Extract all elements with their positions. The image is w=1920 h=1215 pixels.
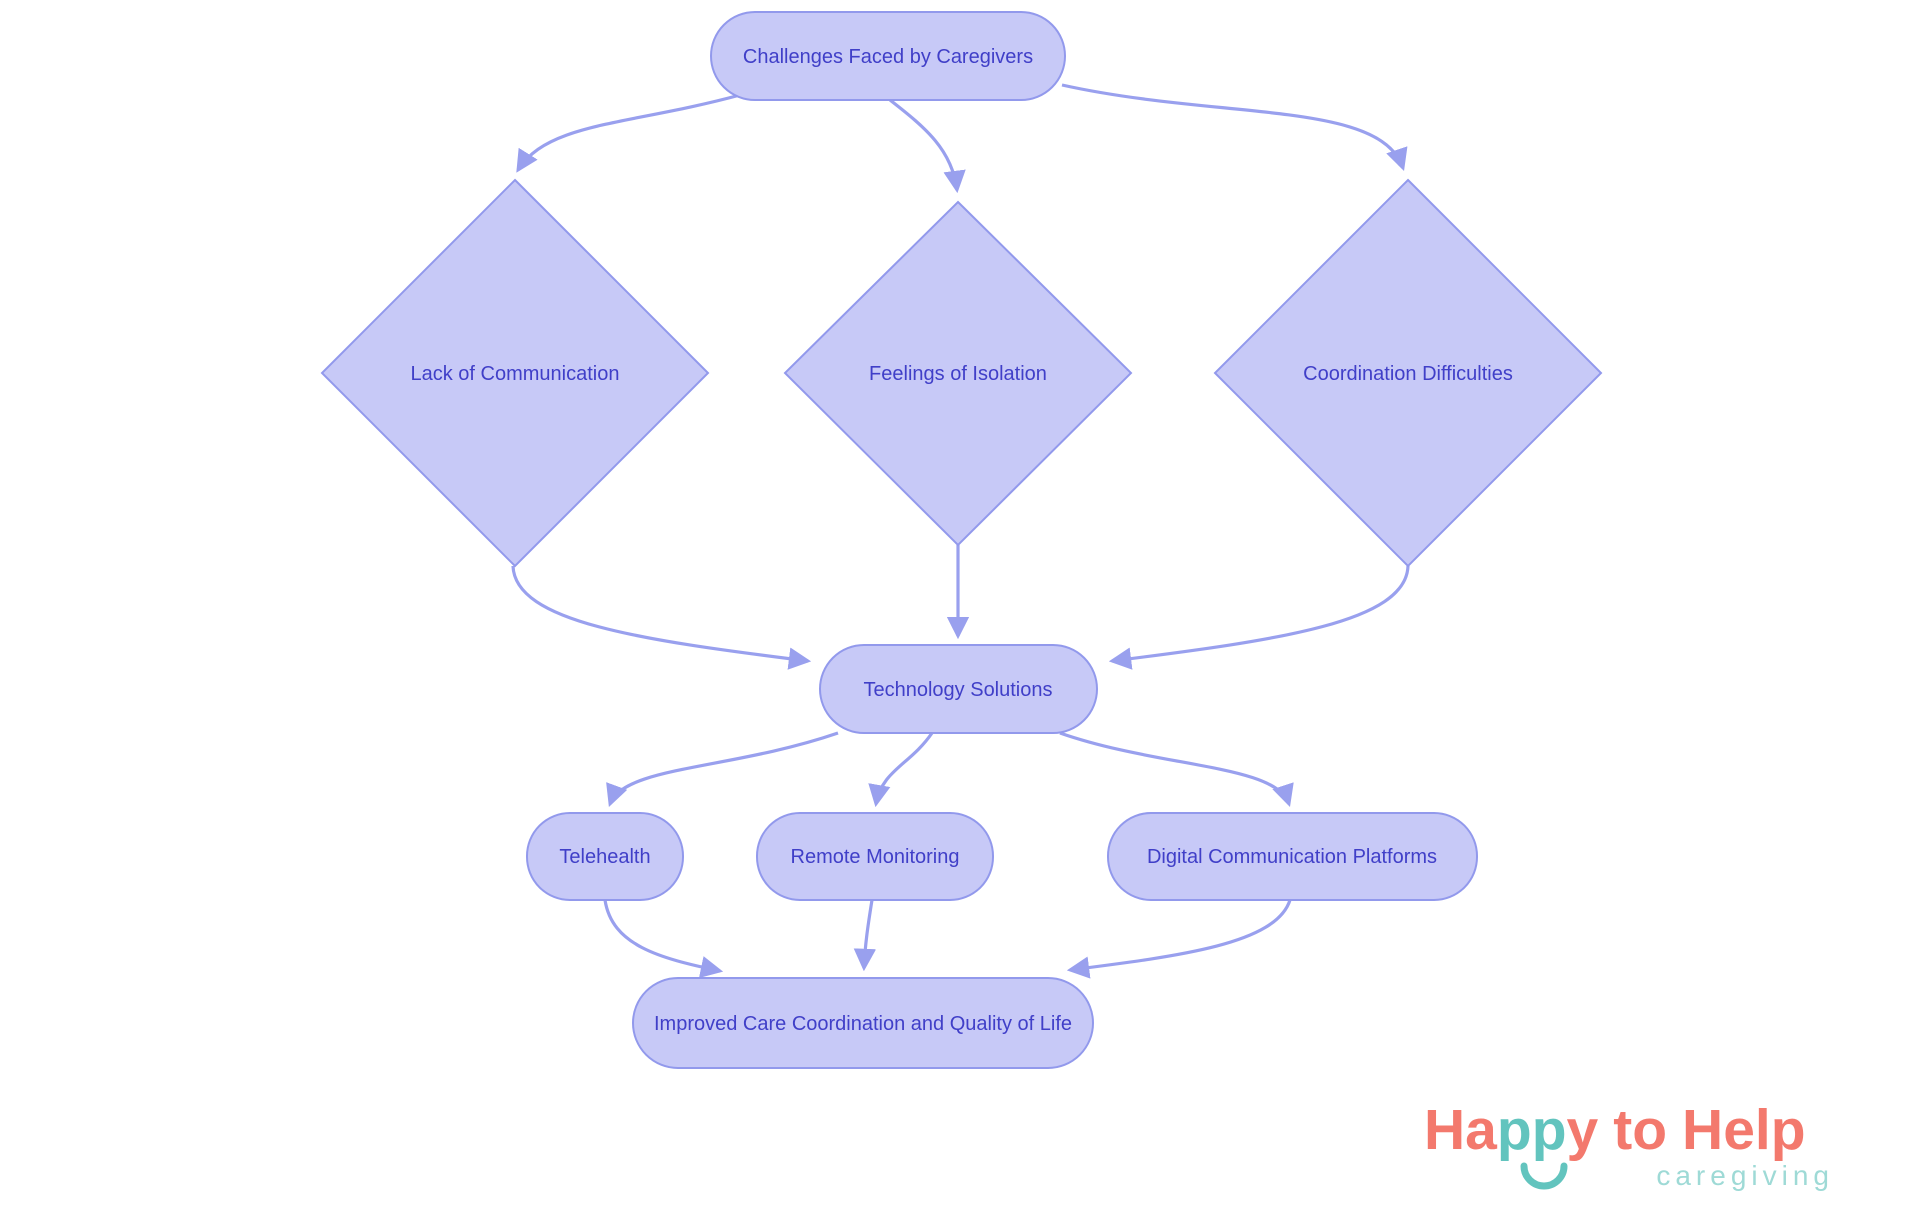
logo-happy-part1: Ha (1424, 1098, 1497, 1162)
node-lack-of-communication-label: Lack of Communication (411, 363, 620, 385)
logo-word-help: Help (1682, 1098, 1806, 1162)
edge-digital-communication-platforms-to-improved-care (1066, 899, 1292, 979)
node-technology-solutions-label: Technology Solutions (863, 679, 1052, 701)
node-technology-solutions-shape (819, 644, 1098, 734)
logo-happy-part3: y (1566, 1098, 1599, 1162)
node-challenges: Challenges Faced by Caregivers (710, 11, 1066, 101)
node-remote-monitoring: Remote Monitoring (756, 812, 994, 901)
node-improved-care: Improved Care Coordination and Quality o… (632, 977, 1094, 1069)
node-coordination-difficulties-shape (1213, 178, 1603, 568)
node-telehealth: Telehealth (526, 812, 684, 901)
node-feelings-of-isolation: Feelings of Isolation (783, 200, 1133, 547)
node-digital-communication-platforms-label: Digital Communication Platforms (1147, 846, 1437, 868)
edge-technology-solutions-to-remote-monitoring (868, 732, 934, 808)
node-telehealth-label: Telehealth (559, 846, 650, 868)
node-improved-care-label: Improved Care Coordination and Quality o… (654, 1013, 1072, 1035)
node-coordination-difficulties: Coordination Difficulties (1213, 178, 1603, 568)
smile-icon (1520, 1162, 1568, 1190)
edge-coordination-difficulties-to-technology-solutions (1108, 565, 1410, 670)
node-challenges-shape (710, 11, 1066, 101)
node-challenges-label: Challenges Faced by Caregivers (743, 46, 1033, 68)
edge-remote-monitoring-to-improved-care (853, 899, 877, 972)
edge-technology-solutions-to-telehealth (606, 731, 839, 807)
edge-lack-of-communication-to-technology-solutions (511, 565, 812, 670)
edge-challenges-to-feelings-of-isolation (889, 98, 966, 194)
node-coordination-difficulties-label: Coordination Difficulties (1303, 363, 1513, 385)
edge-challenges-to-lack-of-communication (516, 93, 741, 173)
happy-to-help-logo: Happy to Help caregiving (1424, 1102, 1884, 1202)
node-lack-of-communication-shape (320, 178, 710, 568)
logo-subtitle: caregiving (1656, 1160, 1834, 1191)
node-improved-care-shape (632, 977, 1094, 1069)
edge-challenges-to-coordination-difficulties (1061, 83, 1408, 172)
logo-word-happy: Happy (1424, 1102, 1598, 1159)
edge-technology-solutions-to-digital-communication-platforms (1059, 731, 1294, 808)
logo-title: Happy to Help (1424, 1102, 1884, 1159)
node-digital-communication-platforms: Digital Communication Platforms (1107, 812, 1478, 901)
node-lack-of-communication: Lack of Communication (320, 178, 710, 568)
node-technology-solutions: Technology Solutions (819, 644, 1098, 734)
node-feelings-of-isolation-label: Feelings of Isolation (869, 363, 1047, 385)
node-digital-communication-platforms-shape (1107, 812, 1478, 901)
logo-happy-part2: pp (1496, 1098, 1567, 1162)
node-remote-monitoring-shape (756, 812, 994, 901)
edge-telehealth-to-improved-care (603, 899, 724, 979)
node-telehealth-shape (526, 812, 684, 901)
logo-word-to: to (1613, 1098, 1668, 1162)
edges (511, 83, 1410, 979)
node-feelings-of-isolation-shape (783, 200, 1133, 547)
node-remote-monitoring-label: Remote Monitoring (791, 846, 960, 868)
